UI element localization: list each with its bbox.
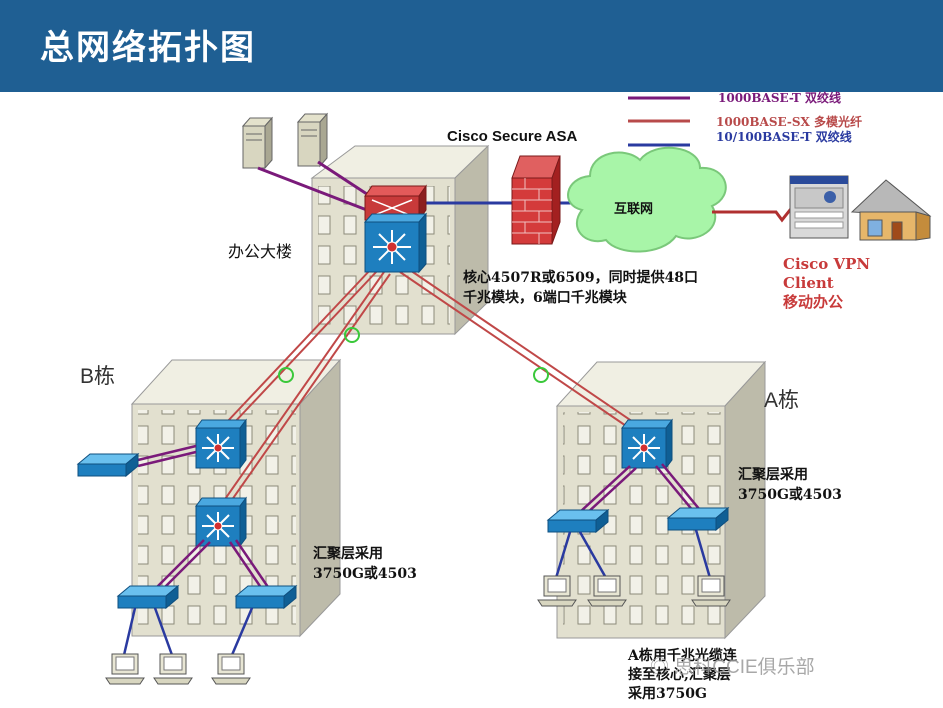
building-a: [555, 360, 767, 640]
fiber-junction: [278, 327, 549, 383]
vpn-client-window-icon: [789, 175, 849, 239]
aggregation-switch-icon: [195, 418, 247, 470]
core-label-line1: 核心4507R或6509，同时提供48口: [463, 270, 699, 286]
access-switch-icon: [546, 508, 610, 534]
agg-a-line1: 汇聚层采用: [738, 467, 808, 483]
vpn-client-label: Cisco VPN Client 移动办公: [783, 255, 870, 312]
fiber-link-core-to-b: [209, 265, 640, 515]
page-title: 总网络拓扑图: [40, 28, 256, 68]
legend: [628, 96, 690, 147]
aggregation-switch-icon: [195, 496, 247, 548]
a-access-line1: A栋用千兆光缆连: [628, 648, 737, 664]
access-switch-icon: [234, 584, 298, 610]
agg-b-line2: 3750G或4503: [313, 566, 417, 582]
pc-icon: [691, 575, 731, 607]
b-aggregation-label: 汇聚层采用 3750G或4503: [313, 544, 417, 584]
vpn-label-line1: Cisco VPN: [783, 255, 871, 273]
pc-icon: [153, 653, 193, 685]
a-building-note: A栋用千兆光缆连 接至核心,汇聚层 采用3750G: [628, 647, 737, 704]
access-switch-icon: [76, 452, 140, 478]
agg-a-line2: 3750G或4503: [738, 487, 842, 503]
server-icon: [296, 112, 329, 168]
core-label-line2: 千兆模块，6端口千兆模块: [463, 290, 627, 306]
title-bar: 总网络拓扑图: [0, 0, 943, 92]
a-access-line2: 接至核心,汇聚层: [628, 667, 731, 683]
pc-icon: [587, 575, 627, 607]
watermark: ◎ 思科CCIE俱乐部: [650, 657, 815, 678]
a-access-links: [579, 463, 701, 515]
pc-links: [122, 529, 712, 656]
pc-icon: [211, 653, 251, 685]
watermark-text: 思科CCIE俱乐部: [674, 657, 815, 678]
asa-label: Cisco Secure ASA: [447, 128, 578, 145]
legend-label-twisted-pair: 1000BASE-T 双绞线: [718, 91, 841, 105]
internet-label: 互联网: [614, 202, 654, 217]
core-switch-icon: [363, 184, 428, 274]
aggregation-switch-icon: [621, 418, 673, 470]
building-a-label: A栋: [764, 389, 800, 412]
internet-cloud: [567, 146, 727, 253]
access-switch-icon: [666, 506, 730, 532]
home-icon: [850, 179, 932, 241]
vpn-label-line2: Client: [783, 274, 834, 292]
server-icon: [241, 116, 274, 170]
link-internet-to-vpn: [712, 207, 797, 223]
core-switch-label: 核心4507R或6509，同时提供48口 千兆模块，6端口千兆模块: [463, 268, 698, 308]
access-switch-icon: [116, 584, 180, 610]
a-aggregation-label: 汇聚层采用 3750G或4503: [738, 465, 842, 505]
legend-label-fiber: 1000BASE-SX 多模光纤: [716, 115, 863, 129]
agg-b-line1: 汇聚层采用: [313, 546, 383, 562]
pc-icon: [537, 575, 577, 607]
legend-label-ethernet: 10/100BASE-T 双绞线: [716, 130, 852, 144]
pc-icon: [105, 653, 145, 685]
building-b-label: B栋: [80, 365, 116, 388]
office-building-label: 办公大楼: [228, 242, 293, 261]
vpn-label-line3: 移动办公: [783, 293, 844, 311]
firewall-icon: [511, 155, 561, 245]
b-access-links: [137, 444, 272, 595]
a-access-line3: 采用3750G: [628, 686, 707, 702]
